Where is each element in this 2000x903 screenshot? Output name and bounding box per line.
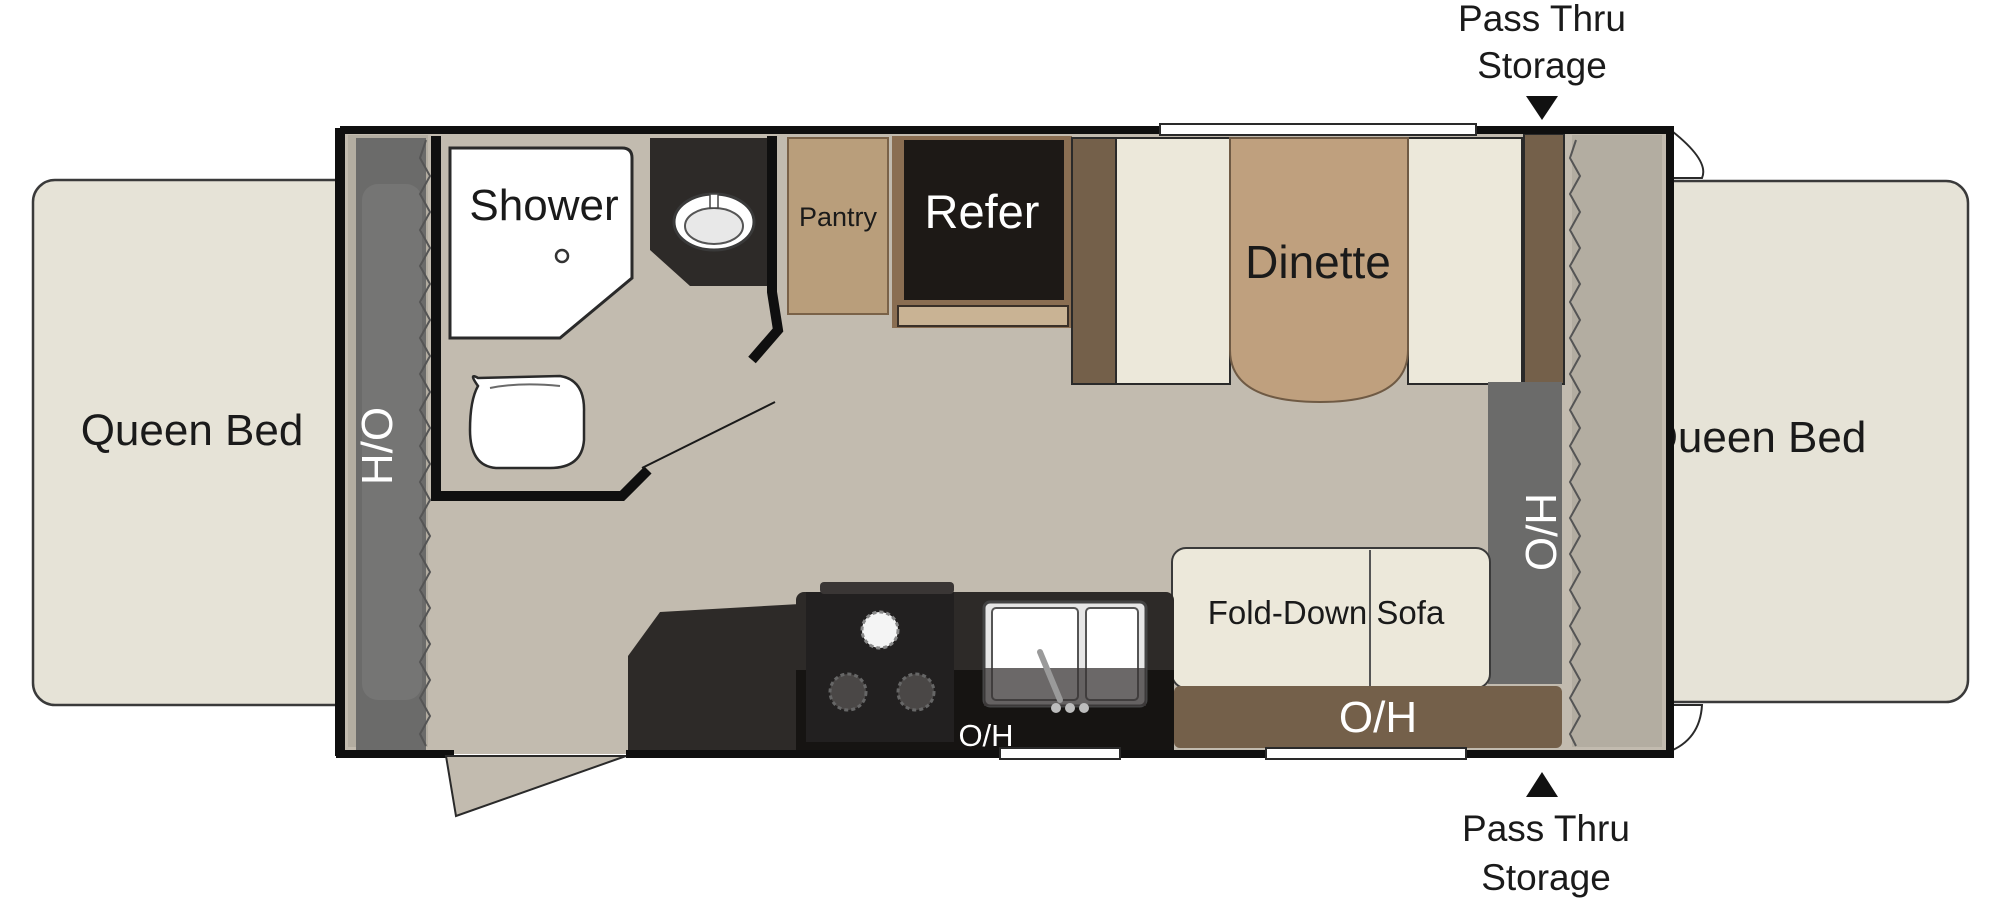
sofa-label: Fold-Down Sofa bbox=[1208, 594, 1445, 631]
faucet-knob-icon-3 bbox=[1079, 703, 1089, 713]
window-top bbox=[1159, 123, 1477, 136]
faucet-knob-icon-2 bbox=[1065, 703, 1075, 713]
storage-top-arrow bbox=[1526, 96, 1558, 120]
right-oh-label: O/H bbox=[1339, 693, 1417, 742]
left-ho-label: H/O bbox=[353, 407, 402, 485]
window-bottom-right bbox=[1265, 747, 1467, 760]
right-oh-cabinet[interactable] bbox=[1174, 686, 1562, 748]
entry-door[interactable] bbox=[444, 755, 627, 818]
storage-bottom-arrow bbox=[1526, 772, 1558, 797]
bathroom-door[interactable] bbox=[641, 401, 776, 469]
rear-end-strip bbox=[1572, 135, 1662, 747]
kitchen-sink-shade bbox=[984, 668, 1146, 706]
faucet-knob-icon bbox=[1051, 703, 1061, 713]
kitchen-counter bbox=[628, 604, 800, 750]
dinette-frame-right bbox=[1523, 133, 1565, 385]
kitchen-faucet-icon bbox=[1037, 649, 1063, 703]
shower-drain-icon bbox=[554, 248, 570, 264]
right-ho-label: H/O bbox=[1516, 493, 1565, 571]
bath-faucet-icon bbox=[709, 193, 719, 209]
pantry[interactable] bbox=[787, 137, 889, 315]
toilet-seat-line bbox=[489, 383, 561, 389]
toilet-icon[interactable] bbox=[468, 374, 586, 470]
storage-bottom-label-line2: Storage bbox=[1481, 857, 1611, 898]
stove-burner-icon-2[interactable] bbox=[828, 672, 868, 712]
right-ho-cabinet[interactable] bbox=[1488, 382, 1562, 684]
dinette-label: Dinette bbox=[1245, 236, 1391, 288]
stove-burner-icon-3[interactable] bbox=[896, 672, 936, 712]
stove-back-rail bbox=[820, 582, 954, 594]
pantry-label: Pantry bbox=[799, 202, 878, 232]
window-bottom-kitchen bbox=[999, 747, 1121, 760]
bath-sink-basin bbox=[684, 207, 744, 245]
dinette-table[interactable] bbox=[1229, 137, 1409, 404]
dinette-frame-left bbox=[1071, 137, 1117, 385]
shower[interactable] bbox=[448, 146, 634, 340]
refrigerator-label: Refer bbox=[925, 185, 1040, 238]
storage-bottom-label-line1: Pass Thru bbox=[1462, 808, 1630, 849]
bathroom-wall-right bbox=[748, 136, 784, 364]
rear-tent-seam bbox=[1568, 139, 1582, 747]
right-queen-bed-label: Queen Bed bbox=[1644, 413, 1867, 462]
stove-burner-icon[interactable] bbox=[860, 610, 900, 650]
storage-top-label-line1: Pass Thru bbox=[1458, 0, 1626, 39]
bathroom-wall bbox=[431, 136, 652, 501]
front-tent-seam bbox=[418, 139, 432, 747]
left-queen-bed-label: Queen Bed bbox=[81, 406, 304, 455]
left-ho-cabinet-inner bbox=[362, 184, 422, 700]
storage-top-label-line2: Storage bbox=[1477, 45, 1607, 86]
refrigerator[interactable] bbox=[904, 140, 1064, 300]
shower-label: Shower bbox=[469, 181, 618, 230]
dinette-bench-right[interactable] bbox=[1407, 137, 1523, 385]
rear-cap bbox=[1666, 125, 1705, 754]
dinette-bench-left[interactable] bbox=[1115, 137, 1231, 385]
refrigerator-base bbox=[897, 305, 1069, 327]
